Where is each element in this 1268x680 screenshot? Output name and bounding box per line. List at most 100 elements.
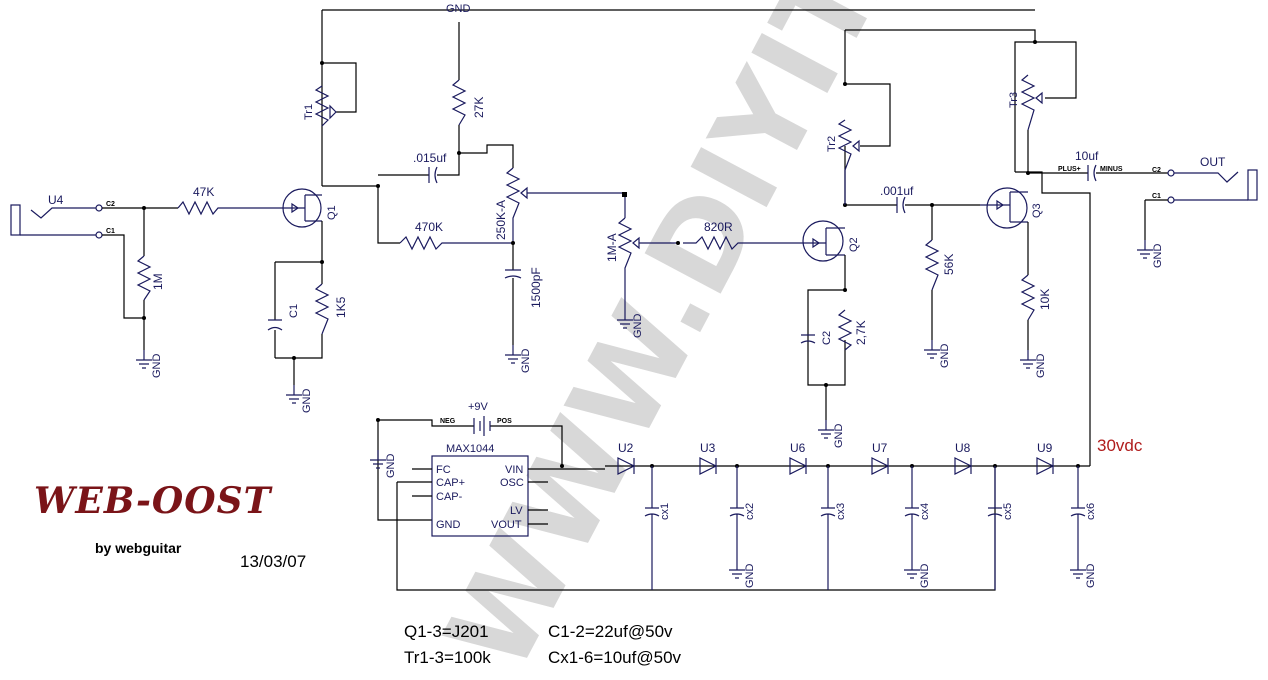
coupling-wires bbox=[377, 157, 460, 244]
gnd-label: GND bbox=[151, 354, 163, 379]
gnd-label: GND bbox=[939, 344, 951, 369]
pin-label: C2 bbox=[106, 201, 115, 208]
output-jack-label: OUT bbox=[1200, 155, 1226, 169]
ref-label: Q1 bbox=[326, 205, 338, 220]
ground-icon: GND bbox=[1070, 560, 1097, 588]
note-transistors: Q1-3=J201 bbox=[404, 622, 489, 641]
capacitor-cx5: cx5 bbox=[987, 464, 1014, 590]
diode-ref: U6 bbox=[790, 441, 806, 455]
ref-label: C2 bbox=[821, 331, 833, 345]
pot-tone-250k: 250K-A bbox=[494, 167, 626, 243]
jfet-q3: Q3 bbox=[980, 187, 1043, 229]
diode-ref: U2 bbox=[618, 441, 634, 455]
trimmer-tr3: Tr3 bbox=[1008, 74, 1043, 131]
q1-wires bbox=[321, 62, 378, 262]
gnd-label: GND bbox=[833, 424, 845, 449]
value-label: 56K bbox=[942, 254, 956, 275]
ic-max1044: MAX1044 FC CAP+ CAP- GND VIN OSC LV VOUT bbox=[396, 443, 996, 591]
pin-name: CAP+ bbox=[436, 477, 465, 489]
input-wires bbox=[102, 207, 178, 350]
value-label: 470K bbox=[415, 220, 443, 234]
note-trimmers: Tr1-3=100k bbox=[404, 648, 491, 667]
ref-label: Q3 bbox=[1031, 203, 1043, 218]
diode-u8: U8 bbox=[954, 441, 973, 475]
resistor-27k: 27K bbox=[451, 79, 486, 126]
resistor-470k: 470K bbox=[399, 220, 513, 251]
capacitor-cx4: cx4 bbox=[904, 464, 931, 560]
value-label: 1M-A bbox=[605, 233, 619, 262]
resistor-2-7k: 2,7K bbox=[837, 309, 868, 351]
ground-symbols: GND GND GND GND GND GND GND GND GND GND GND GND bbox=[136, 240, 1164, 588]
cap-ref: cx3 bbox=[835, 503, 847, 520]
value-label: .015uf bbox=[413, 151, 447, 165]
value-label: 820R bbox=[704, 220, 733, 234]
ref-label: Q2 bbox=[848, 237, 860, 252]
pin-label: POS bbox=[497, 418, 512, 425]
value-label: 2,7K bbox=[854, 320, 868, 345]
byline: by webguitar bbox=[95, 540, 182, 556]
ground-icon: GND bbox=[136, 350, 163, 378]
ground-icon: GND bbox=[1137, 240, 1164, 268]
ref-label: C1 bbox=[288, 304, 300, 318]
cap-ref: cx4 bbox=[919, 503, 931, 520]
pin-name: GND bbox=[436, 519, 461, 531]
ground-icon: GND bbox=[729, 560, 756, 588]
gnd-label: GND bbox=[1085, 564, 1097, 589]
pin-name: VIN bbox=[505, 464, 523, 476]
value-label: 1M bbox=[151, 273, 165, 290]
title-logo: WEB-OOST bbox=[34, 480, 272, 522]
diode-u6: U6 bbox=[789, 441, 808, 475]
pin-label: C2 bbox=[1152, 167, 1161, 174]
capacitor-cx3: cx3 bbox=[820, 464, 847, 590]
value-label: 1500pF bbox=[529, 267, 543, 308]
capacitor-cx2: cx2 bbox=[729, 464, 756, 560]
input-jack: U4 C2 C1 bbox=[10, 193, 115, 239]
note-caps-c: C1-2=22uf@50v bbox=[548, 622, 673, 641]
resistor-10k: 10K bbox=[1020, 274, 1052, 321]
pin-label: PLUS+ bbox=[1058, 166, 1081, 173]
value-label: 10K bbox=[1038, 289, 1052, 310]
cap-ref: cx2 bbox=[744, 503, 756, 520]
ground-icon: GND bbox=[505, 345, 532, 373]
value-label: 250K-A bbox=[494, 200, 508, 240]
gnd-label: GND bbox=[1035, 354, 1047, 379]
gnd-label: GND bbox=[744, 564, 756, 589]
battery-wires bbox=[377, 419, 563, 521]
pin-label: C1 bbox=[106, 228, 115, 235]
diode-u7: U7 bbox=[871, 441, 890, 475]
gnd-label: GND bbox=[385, 454, 397, 479]
ground-icon: GND bbox=[818, 420, 845, 448]
capacitor-015uf: .015uf bbox=[413, 151, 447, 184]
value-label: 27K bbox=[472, 97, 486, 118]
value-label: .001uf bbox=[880, 184, 914, 198]
cap-ref: cx1 bbox=[659, 503, 671, 520]
capacitor-10uf-out: 10uf PLUS+ MINUS bbox=[1058, 149, 1123, 182]
jfet-q2: Q2 bbox=[800, 220, 860, 262]
pin-label: C1 bbox=[1152, 193, 1161, 200]
capacitor-c2: C2 bbox=[800, 331, 833, 345]
diode-ref: U8 bbox=[955, 441, 971, 455]
rail-to-tr3 bbox=[845, 29, 1036, 172]
note-caps-cx: Cx1-6=10uf@50v bbox=[548, 648, 682, 667]
gnd-label: GND bbox=[446, 3, 471, 15]
pin-name: OSC bbox=[500, 477, 524, 489]
value-label: 1K5 bbox=[334, 296, 348, 318]
diode-u3: U3 bbox=[699, 441, 718, 475]
cap-ref: cx5 bbox=[1002, 503, 1014, 520]
ground-icon: GND bbox=[617, 310, 644, 338]
capacitor-1500pf: 1500pF bbox=[504, 267, 543, 308]
pin-name: LV bbox=[510, 505, 523, 517]
gnd-label: GND bbox=[632, 314, 644, 339]
capacitor-001uf: .001uf bbox=[880, 184, 914, 214]
ground-icon: GND bbox=[1020, 350, 1047, 378]
ground-icon: GND bbox=[286, 385, 313, 413]
gnd-label: GND bbox=[919, 564, 931, 589]
gnd-label: GND bbox=[301, 389, 313, 414]
trimmer-tr1: Tr1 bbox=[303, 85, 337, 127]
output-jack: OUT C2 C1 bbox=[1144, 155, 1258, 240]
top-rail bbox=[321, 9, 1035, 126]
gnd-label: GND bbox=[1152, 244, 1164, 269]
